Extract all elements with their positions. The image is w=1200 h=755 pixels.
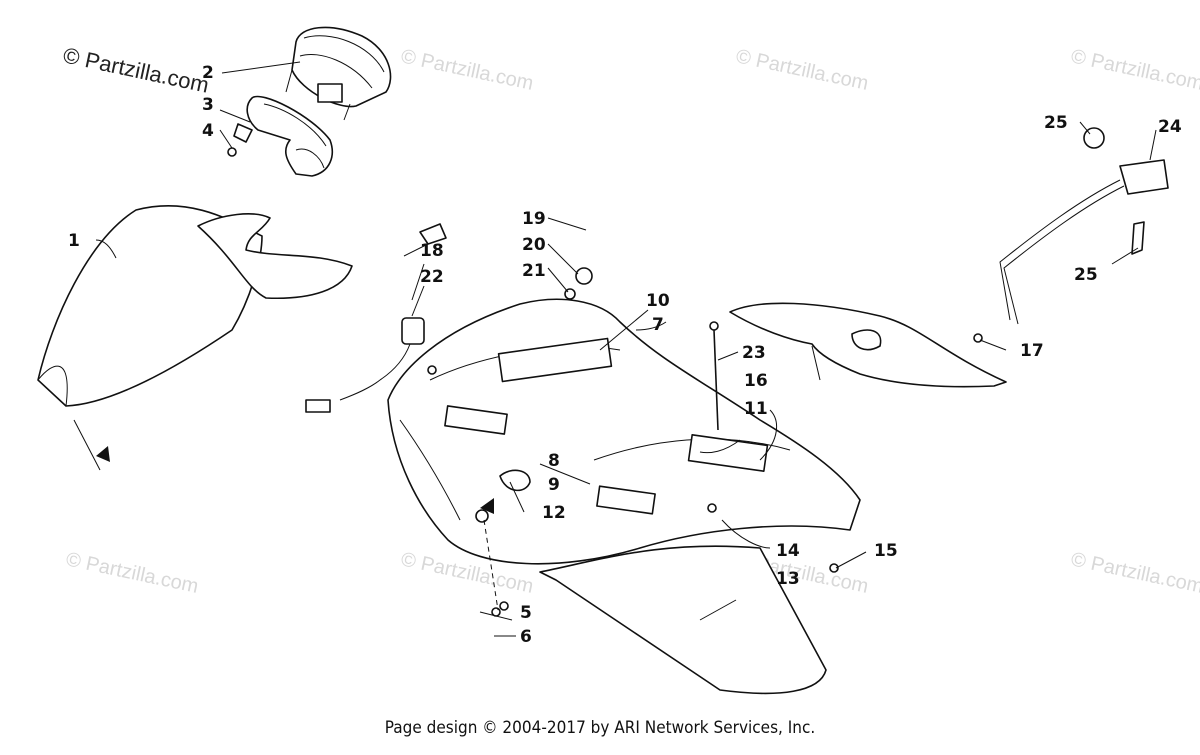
watermark: © Partzilla.com xyxy=(1069,548,1200,598)
callout-9: 9 xyxy=(548,475,560,495)
rear-cover-part xyxy=(729,302,1007,388)
leader-lines xyxy=(95,61,1157,637)
key-part xyxy=(403,223,593,300)
callout-5: 5 xyxy=(520,603,532,623)
watermark-primary: © Partzilla.com xyxy=(61,42,211,97)
callout-14: 14 xyxy=(776,541,800,561)
hood-part xyxy=(387,298,861,565)
callout-6: 6 xyxy=(520,627,532,647)
callout-20: 20 xyxy=(522,235,546,255)
bezel-part xyxy=(233,95,334,177)
watermark: © Partzilla.com xyxy=(399,45,535,95)
windshield-part xyxy=(37,205,353,471)
footer-credit: Page design © 2004-2017 by ARI Network S… xyxy=(384,718,816,738)
watermark: © Partzilla.com xyxy=(734,45,870,95)
screw-part xyxy=(227,147,237,157)
throttle-cable-part xyxy=(999,127,1169,325)
callout-15: 15 xyxy=(874,541,898,561)
callout-25-bottom: 25 xyxy=(1074,265,1098,285)
callout-1: 1 xyxy=(68,231,80,251)
callout-21: 21 xyxy=(522,261,546,281)
callout-4: 4 xyxy=(202,121,214,141)
callout-8: 8 xyxy=(548,451,560,471)
watermark: © Partzilla.com xyxy=(1069,45,1200,95)
watermark: © Partzilla.com xyxy=(64,548,200,598)
callout-24: 24 xyxy=(1158,117,1182,137)
callout-7: 7 xyxy=(652,315,664,335)
callout-11: 11 xyxy=(744,399,768,419)
switch-part xyxy=(305,317,425,413)
callout-10: 10 xyxy=(646,291,670,311)
callout-12: 12 xyxy=(542,503,566,523)
callout-25-top: 25 xyxy=(1044,113,1068,133)
callout-19: 19 xyxy=(522,209,546,229)
callout-22: 22 xyxy=(420,267,444,287)
callout-3: 3 xyxy=(202,95,214,115)
hardware-parts xyxy=(480,321,983,617)
callout-2: 2 xyxy=(202,63,214,83)
callout-17: 17 xyxy=(1020,341,1044,361)
callout-13: 13 xyxy=(776,569,800,589)
callout-23: 23 xyxy=(742,343,766,363)
callout-18: 18 xyxy=(420,241,444,261)
gauge-part xyxy=(285,26,392,121)
callout-labels: 1 2 3 4 5 6 7 8 9 10 11 12 13 14 15 16 1… xyxy=(68,63,1182,647)
running-board-part xyxy=(539,545,827,695)
callout-16: 16 xyxy=(744,371,768,391)
